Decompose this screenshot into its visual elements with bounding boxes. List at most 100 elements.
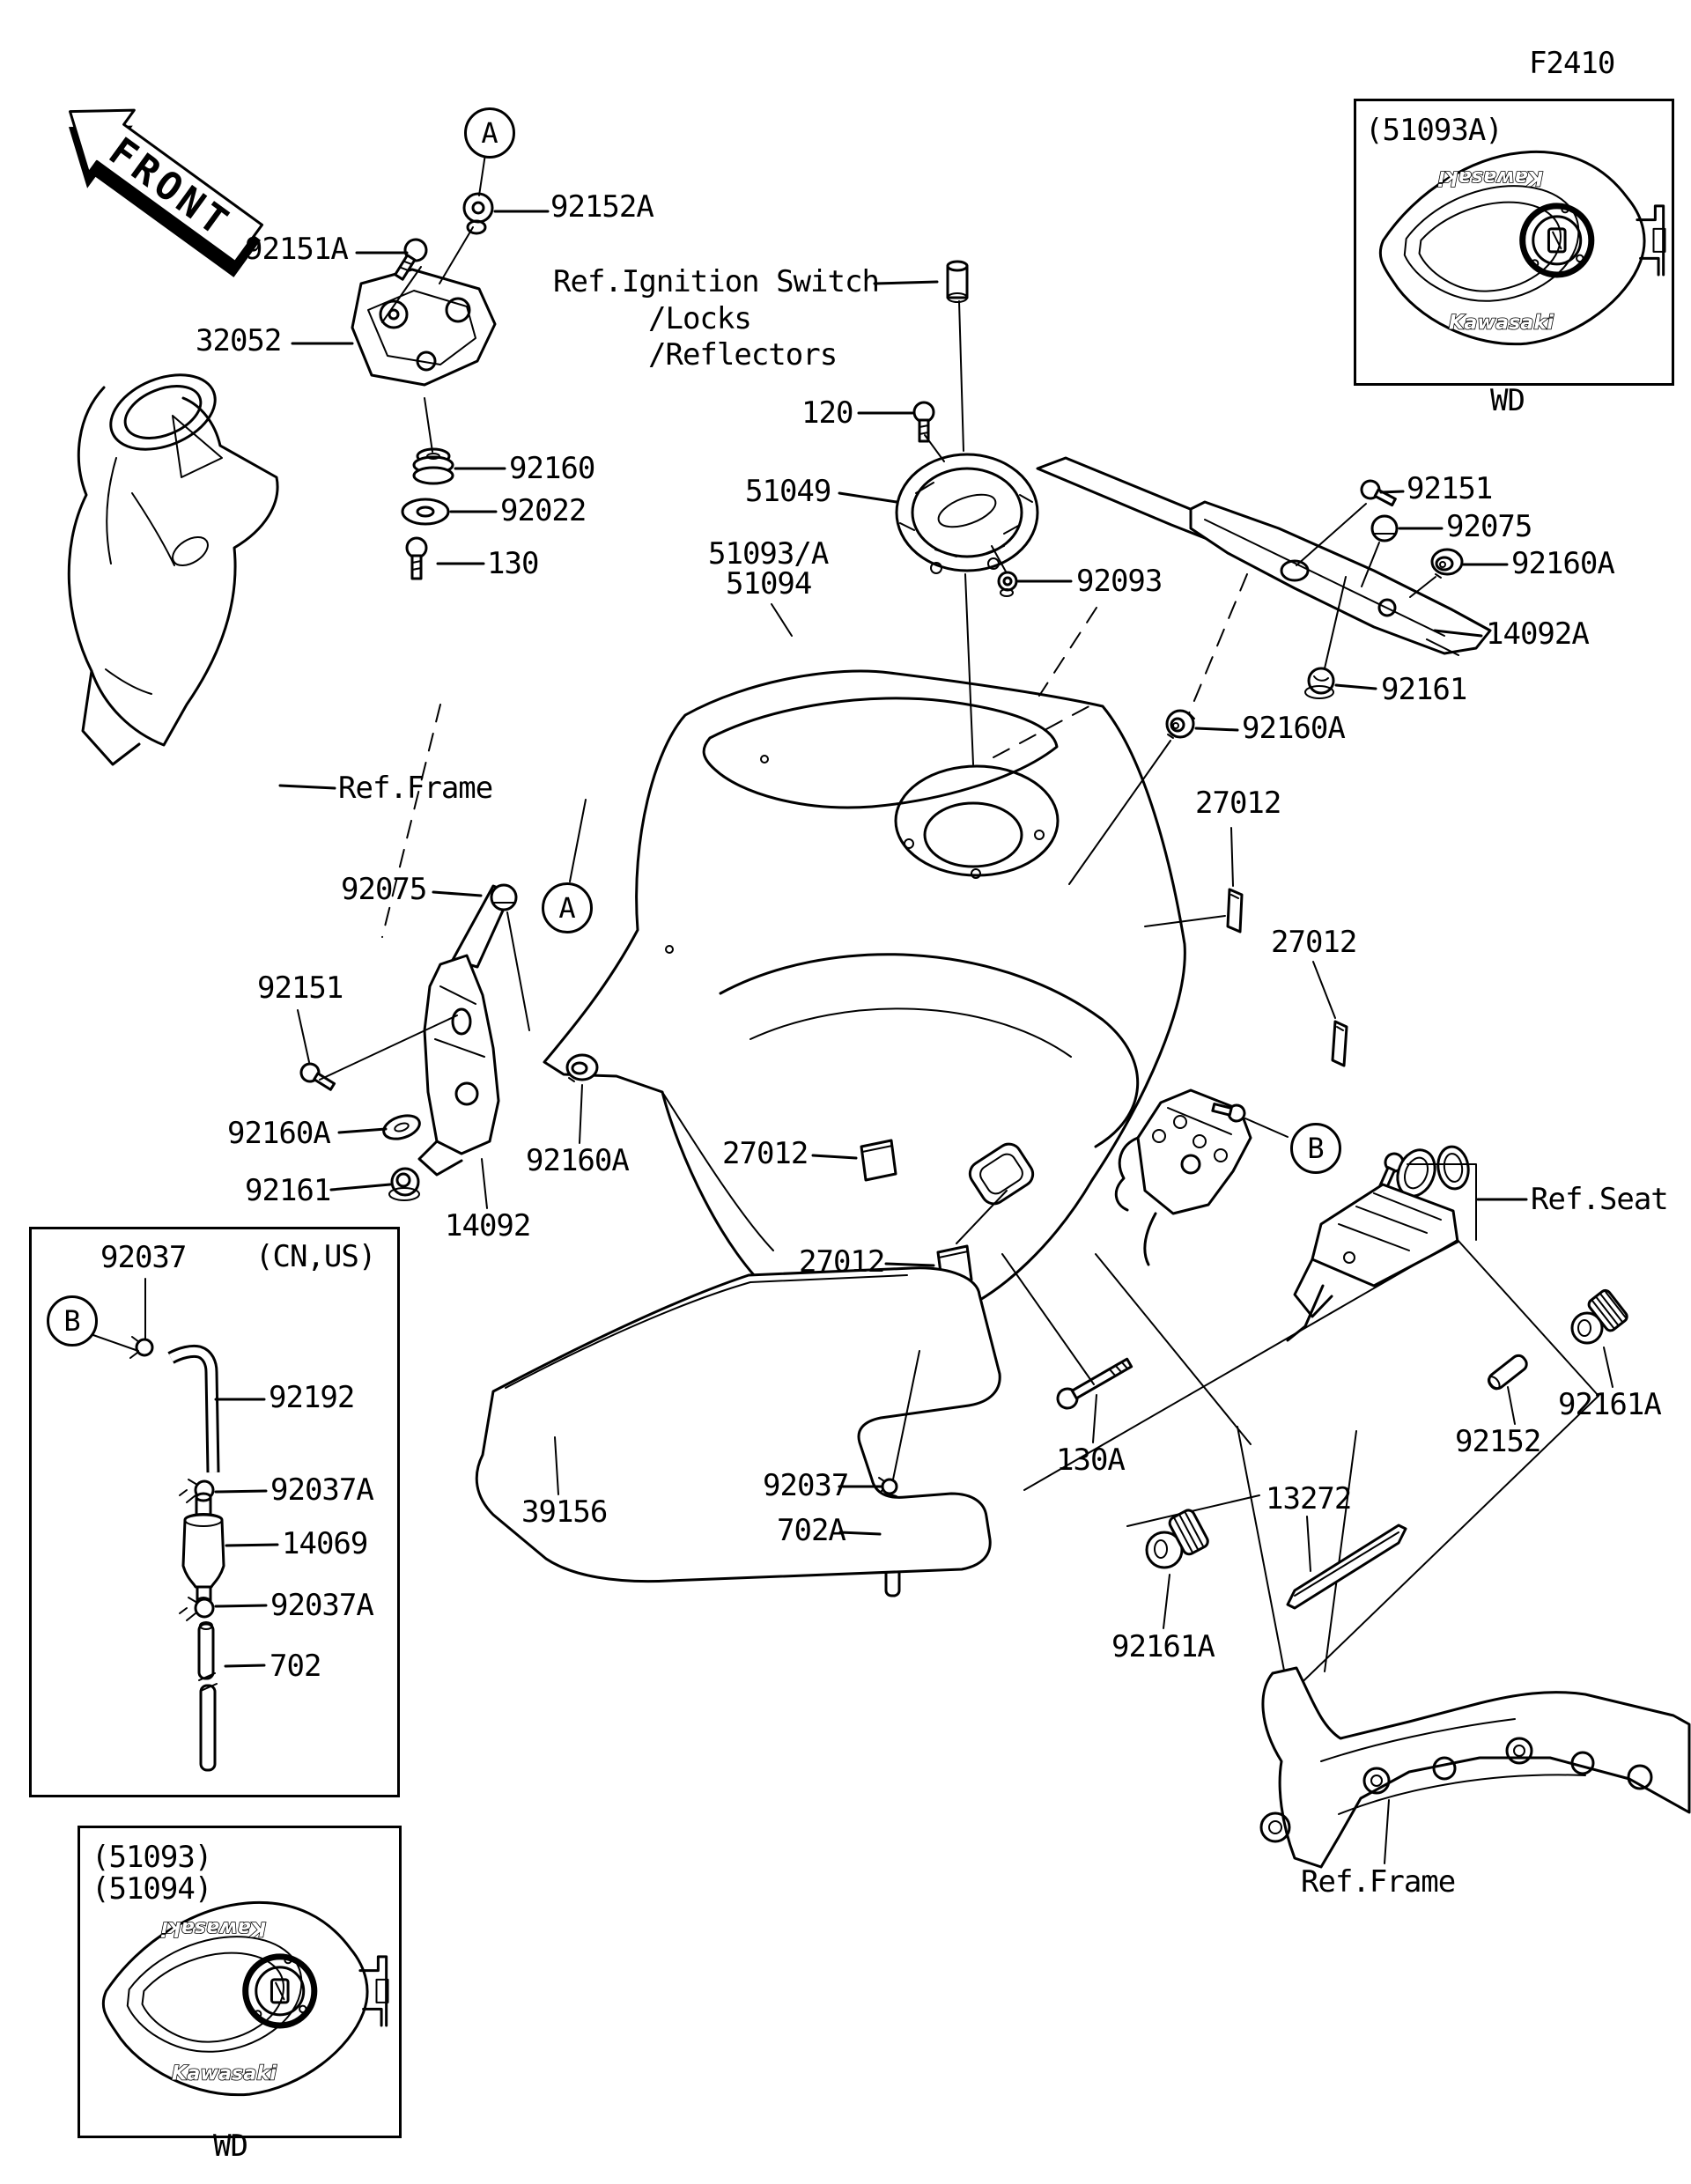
brand-logo-top: Kawasaki (161, 1917, 266, 1940)
pad-27012-diamond-2 (1333, 1022, 1347, 1066)
grouping-panel-lines (1024, 1240, 1599, 1700)
callout-92160a-right: 92160A (1511, 546, 1615, 581)
callout-130: 130 (487, 546, 539, 581)
callout-92161-left: 92161 (245, 1173, 331, 1208)
damper-92161-right (1305, 668, 1333, 698)
callout-92075-right: 92075 (1446, 509, 1532, 544)
brand-logo-top: Kawasaki (1438, 166, 1543, 189)
damper-92152a (464, 194, 492, 233)
pad-27012-square-1 (861, 1140, 896, 1180)
brand-logo-bottom: Kawasaki (172, 2062, 277, 2084)
bolt-130a (1054, 1354, 1134, 1412)
bolt-92151-left (298, 1060, 337, 1094)
callout-92037-mid: 92037 (763, 1468, 849, 1503)
cap-92075-left (491, 885, 516, 910)
callout-92093: 92093 (1076, 564, 1163, 599)
cn-us-parts-box (29, 1227, 400, 1797)
damper-92160a-right (1432, 550, 1462, 578)
callout-ref-frame-left: Ref.Frame (338, 771, 493, 806)
callout-92161a-mid: 92161A (1111, 1629, 1215, 1664)
callout-14092: 14092 (445, 1208, 531, 1243)
callout-ref-seat: Ref.Seat (1531, 1182, 1669, 1217)
callout-92161a-right: 92161A (1558, 1387, 1662, 1422)
callout-702a: 702A (777, 1513, 846, 1548)
bolt-92151-right (1358, 477, 1398, 509)
callout-51049: 51049 (745, 474, 831, 509)
callout-27012-r1: 27012 (1195, 786, 1281, 821)
callout-51093-a: 51093/A (708, 536, 829, 572)
callout-27012-r2: 27012 (1271, 925, 1357, 960)
tank-front-bracket-32052 (352, 269, 495, 385)
callout-92160: 92160 (509, 451, 595, 486)
callout-92037-box: 92037 (100, 1240, 187, 1275)
section-marker-a-top: A (464, 107, 515, 159)
callout-14092a: 14092A (1486, 616, 1590, 652)
section-marker-b-right: B (1290, 1123, 1341, 1174)
rod-13272 (1288, 1525, 1406, 1608)
callout-13272: 13272 (1266, 1481, 1352, 1516)
inset-bottom-wd: WD (213, 2129, 248, 2164)
inset-bottom-title2: (51094) (92, 1871, 212, 1907)
cap-92075-right (1372, 516, 1397, 541)
callout-92151-left: 92151 (257, 970, 343, 1006)
section-marker-a-mid: A (542, 882, 593, 933)
callout-92152a: 92152A (550, 189, 654, 225)
callout-130a: 130A (1056, 1442, 1126, 1478)
tank-top-view-inset-bottom: Kawasaki Kawasaki (103, 1902, 388, 2094)
knob-92161a-right (1572, 1288, 1629, 1343)
callout-92160a-mid: 92160A (1242, 711, 1346, 746)
bolt-130 (407, 538, 426, 579)
clamp-92037a-2 (180, 1597, 213, 1620)
bolt-near-b (1212, 1100, 1246, 1123)
inset-bottom-title1: (51093) (92, 1840, 212, 1875)
callout-ref-locks: /Locks (648, 301, 752, 336)
callout-702: 702 (270, 1649, 321, 1684)
callout-27012-m1: 27012 (722, 1136, 809, 1171)
callout-92151-right: 92151 (1407, 471, 1493, 506)
callout-92037a-2: 92037A (270, 1588, 374, 1623)
callout-14069: 14069 (282, 1526, 368, 1561)
callout-92160a-left1: 92160A (227, 1116, 331, 1151)
inset-top-title: (51093A) (1365, 113, 1503, 148)
heat-pad-39156 (476, 1268, 1000, 1582)
ref-frame-rear (1261, 1668, 1689, 1867)
tank-bracket-14092 (419, 886, 511, 1175)
callout-92075-left: 92075 (341, 872, 427, 907)
callout-92037a-1: 92037A (270, 1472, 374, 1508)
callout-92160a-left2: 92160A (526, 1143, 630, 1178)
callout-92161-right: 92161 (1381, 672, 1467, 707)
callout-ref-reflectors: /Reflectors (648, 337, 838, 373)
inset-box-bottom-left (78, 1826, 402, 2138)
inset-top-wd: WD (1490, 383, 1525, 418)
callout-92022: 92022 (500, 493, 587, 528)
callout-27012-m2: 27012 (799, 1244, 885, 1280)
washer-92022 (402, 499, 448, 524)
front-arrow-icon: FRONT (69, 80, 279, 277)
damper-92160 (414, 449, 453, 483)
callout-92151a: 92151A (245, 232, 349, 267)
hose-92192 (171, 1351, 213, 1472)
callout-92152: 92152 (1455, 1424, 1541, 1459)
ref-frame-headstock (69, 361, 277, 764)
callout-32052: 32052 (196, 323, 282, 358)
callout-ref-ignition-switch: Ref.Ignition Switch (553, 264, 880, 299)
inset-box-top-right (1354, 99, 1674, 386)
bolt-92151a (390, 235, 431, 282)
bolt-120 (914, 402, 934, 441)
ignition-spacer (948, 262, 967, 302)
leader-lines (91, 154, 1613, 1863)
callout-120: 120 (801, 395, 853, 431)
tank-rear-bracket (1116, 1090, 1251, 1265)
fuel-tank-cap-51049 (897, 454, 1037, 573)
callout-39156: 39156 (521, 1494, 608, 1530)
page-code: F2410 (1529, 46, 1615, 81)
grommet-92093 (999, 572, 1016, 596)
callout-ref-frame-bottom: Ref.Frame (1301, 1864, 1456, 1900)
callout-92192: 92192 (269, 1380, 355, 1415)
callout-region-cn-us: (CN,US) (255, 1239, 376, 1274)
washer-92160a-left (380, 1111, 422, 1143)
brand-logo-bottom: Kawasaki (1449, 311, 1554, 334)
grommet-92160a-mid (1167, 711, 1194, 738)
